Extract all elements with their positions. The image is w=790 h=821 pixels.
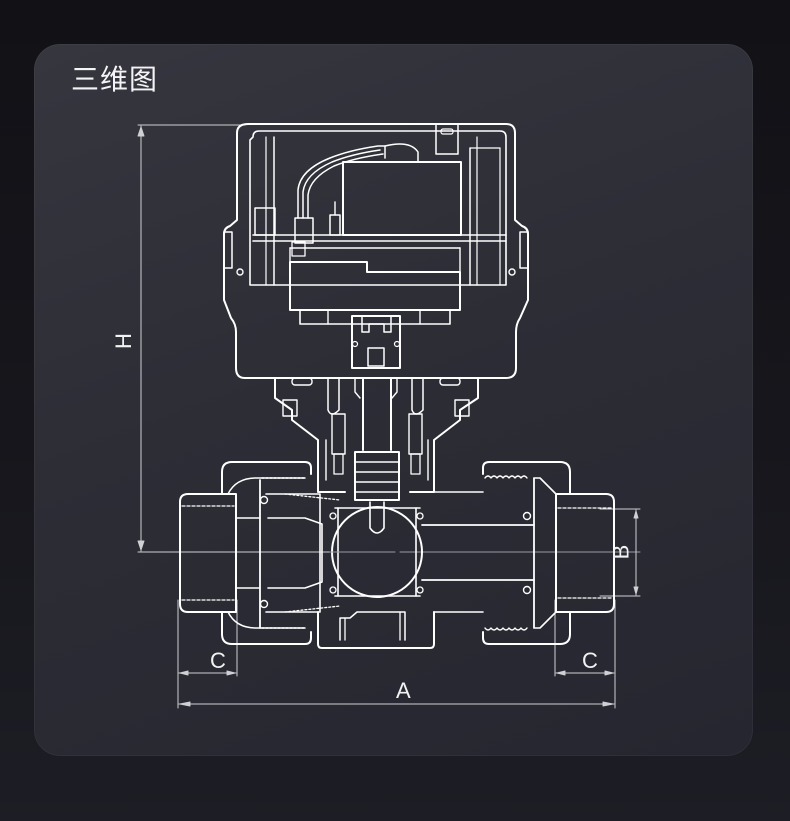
dimension-label-c-right: C xyxy=(582,648,598,673)
dimension-label-h: H xyxy=(110,333,136,349)
motor-block xyxy=(254,143,462,257)
panel-title: 三维图 xyxy=(71,63,159,96)
dimension-label-a: A xyxy=(396,678,411,703)
dimension-lines xyxy=(137,124,641,709)
gearbox xyxy=(289,247,461,369)
valve-body xyxy=(179,461,615,649)
dimension-label-c-left: C xyxy=(210,648,226,673)
dimension-label-b: B xyxy=(608,544,634,560)
mounting-bracket xyxy=(274,377,479,501)
actuator-housing xyxy=(223,123,529,379)
